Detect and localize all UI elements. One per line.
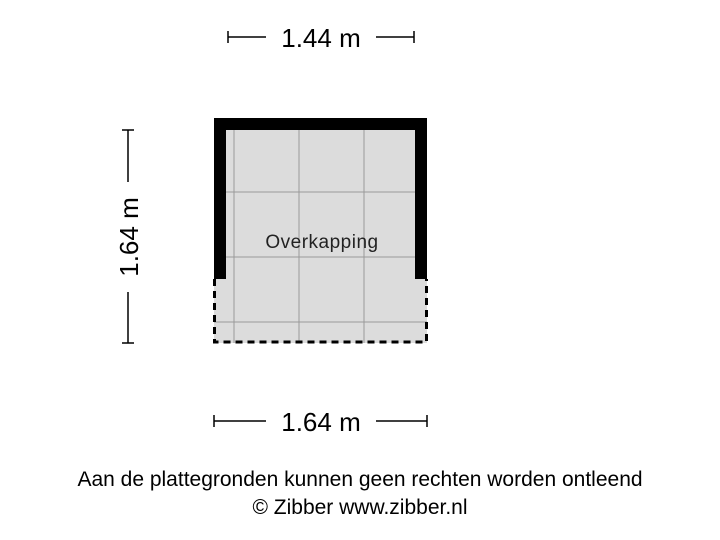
dimension-left-label: 1.64 m: [114, 197, 144, 277]
dimension-left: [122, 129, 134, 344]
footer-credit: © Zibber www.zibber.nl: [252, 496, 468, 519]
dimension-bottom: [213, 415, 428, 427]
footer-disclaimer: Aan de plattegronden kunnen geen rechten…: [77, 468, 643, 491]
room-label: Overkapping: [265, 232, 378, 253]
open-boundary-dashed: [213, 279, 428, 344]
floor-tile-grid: [214, 118, 427, 343]
room-overkapping: Overkapping: [213, 118, 428, 344]
dimension-top-label: 1.44 m: [281, 23, 361, 53]
dimension-top: [227, 31, 415, 43]
room-floor: [214, 118, 427, 343]
dimension-bottom-label: 1.64 m: [281, 407, 361, 437]
